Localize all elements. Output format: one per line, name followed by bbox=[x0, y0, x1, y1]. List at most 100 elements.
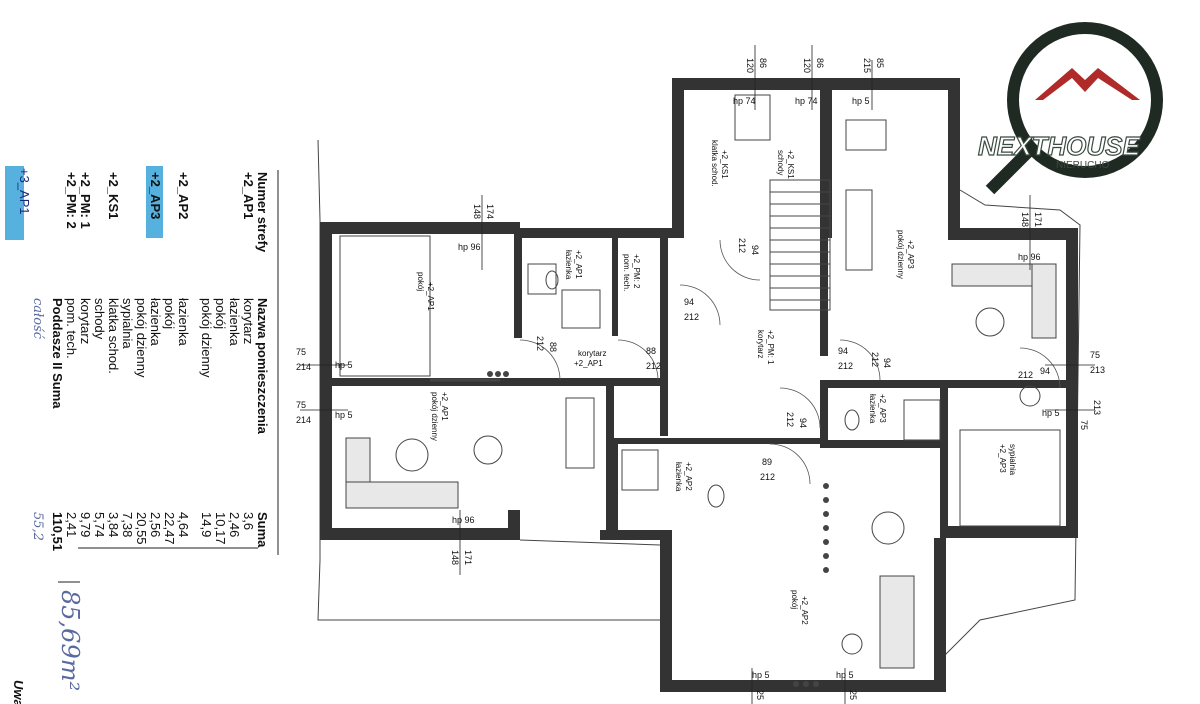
logo-handle-icon bbox=[985, 145, 1035, 195]
zone-pm1: +2_PM: 1 bbox=[78, 172, 93, 229]
room-code: +2_AP2 bbox=[684, 462, 693, 491]
zone-ks1: +2_KS1 bbox=[106, 172, 121, 219]
hp-label: hp 96 bbox=[452, 515, 475, 525]
hp-label: hp 5 bbox=[752, 670, 770, 680]
zone-ap3: +2_AP3 bbox=[148, 172, 163, 219]
area-table: Numer strefy Nazwa pomieszczenia Suma +2… bbox=[5, 166, 279, 704]
nexthouse-logo: NEXTHOUSE NIERUCHO bbox=[977, 22, 1163, 195]
room-code: +2_AP1 bbox=[440, 392, 449, 421]
door-swings bbox=[519, 239, 1061, 485]
zone-ap1: +2_AP1 bbox=[241, 172, 256, 219]
dim-label: 212 bbox=[684, 312, 699, 322]
row-name: schody bbox=[92, 298, 107, 340]
row-name: łazienka bbox=[176, 298, 191, 346]
room-code: +2_KS1 bbox=[786, 150, 795, 179]
row-name: pokój dzienny bbox=[199, 298, 214, 378]
dimension-markers bbox=[300, 45, 1095, 704]
row-name: łazienka bbox=[148, 298, 163, 346]
room-label: łazienka bbox=[674, 462, 683, 492]
row-sum: 4,64 bbox=[176, 512, 191, 537]
row-sum: 2,41 bbox=[64, 512, 79, 537]
row-name: klatka schod. bbox=[106, 298, 121, 374]
room-code: +2_AP3 bbox=[906, 240, 915, 269]
dim-label: 75 bbox=[296, 347, 306, 357]
dim-label: 215 bbox=[862, 58, 872, 73]
row-sum: 9,79 bbox=[78, 512, 93, 537]
dim-label: 89 bbox=[762, 457, 772, 467]
dim-label: 212 bbox=[535, 336, 545, 351]
row-sum: 7,38 bbox=[120, 512, 135, 537]
row-name: pokój bbox=[162, 298, 177, 329]
room-label: pom. tech. bbox=[622, 254, 631, 291]
dim-label: 212 bbox=[785, 412, 795, 427]
handwritten-zone: +3_AP1 bbox=[17, 168, 32, 215]
room-label: pokój bbox=[416, 272, 425, 291]
room-code: +2_KS1 bbox=[720, 150, 729, 179]
room-code: +2_AP3 bbox=[878, 394, 887, 423]
zone-ap2: +2_AP2 bbox=[176, 172, 191, 219]
dim-label: 148 bbox=[450, 550, 460, 565]
row-sum: 14,9 bbox=[199, 512, 214, 537]
room-label: łazienka bbox=[564, 250, 573, 280]
zone-pm2: +2_PM: 2 bbox=[64, 172, 79, 229]
header-room-name: Nazwa pomieszczenia bbox=[255, 298, 270, 435]
room-code: +2_AP2 bbox=[800, 596, 809, 625]
dim-label: 94 bbox=[750, 245, 760, 255]
zone-highlight-handwritten bbox=[5, 166, 24, 240]
dim-label: 94 bbox=[838, 346, 848, 356]
note-uwaga: Uwaga bbox=[11, 680, 26, 704]
dim-label: 120 bbox=[745, 58, 755, 73]
dim-label: 94 bbox=[798, 418, 808, 428]
dim-label: 213 bbox=[1090, 365, 1105, 375]
dim-label: 214 bbox=[296, 362, 311, 372]
row-name: pokój dzienny bbox=[134, 298, 149, 378]
hp-label: hp 5 bbox=[836, 670, 854, 680]
dim-label: 94 bbox=[1040, 366, 1050, 376]
hp-label: hp 96 bbox=[1018, 252, 1041, 262]
furniture bbox=[339, 119, 1061, 687]
dim-label: 86 bbox=[815, 58, 825, 68]
hp-label: hp 74 bbox=[795, 96, 818, 106]
dim-label: 148 bbox=[472, 204, 482, 219]
row-sum: 20,55 bbox=[134, 512, 149, 545]
dim-label: 171 bbox=[1033, 212, 1043, 227]
row-sum: 2,56 bbox=[148, 512, 163, 537]
dim-label: 148 bbox=[1020, 212, 1030, 227]
row-name: korytarz bbox=[78, 298, 93, 344]
room-label: pokój dzienny bbox=[896, 230, 905, 279]
row-sum: 10,17 bbox=[213, 512, 228, 545]
dim-label: 25 bbox=[755, 690, 765, 700]
room-label: klatka schod. bbox=[710, 140, 719, 187]
dim-label: 25 bbox=[848, 690, 858, 700]
dim-label: 212 bbox=[838, 361, 853, 371]
row-sum: 5,74 bbox=[92, 512, 107, 537]
row-name: łazienka bbox=[227, 298, 242, 346]
dim-label: 88 bbox=[646, 346, 656, 356]
room-label: pokój dzienny bbox=[430, 392, 439, 441]
row-sum: 3,6 bbox=[241, 512, 256, 530]
room-code: +2_PM: 1 bbox=[766, 330, 775, 365]
dim-label: 120 bbox=[802, 58, 812, 73]
dim-label: 212 bbox=[870, 352, 880, 367]
hp-label: hp 5 bbox=[335, 360, 353, 370]
total-label: Poddasze II Suma bbox=[50, 298, 65, 409]
row-name: korytarz bbox=[241, 298, 256, 344]
hp-label: hp 5 bbox=[335, 410, 353, 420]
dim-label: 212 bbox=[1018, 370, 1033, 380]
dim-label: 88 bbox=[548, 342, 558, 352]
handwritten-sum: 55,2 bbox=[30, 512, 45, 541]
dim-label: 86 bbox=[758, 58, 768, 68]
row-name: sypialnia bbox=[120, 298, 135, 349]
dim-label: 214 bbox=[296, 415, 311, 425]
roof-icon bbox=[1035, 68, 1140, 100]
total-sum: 110,51 bbox=[50, 512, 65, 551]
dim-label: 174 bbox=[485, 204, 495, 219]
handwritten-note: całość bbox=[30, 298, 45, 340]
handwritten-total: 85,69m² bbox=[56, 590, 84, 691]
room-label: łazienka bbox=[868, 394, 877, 424]
dim-label: 75 bbox=[1079, 420, 1089, 430]
room-code: +2_AP1 bbox=[426, 282, 435, 311]
row-sum: 3,84 bbox=[106, 512, 121, 537]
row-name: pokój bbox=[213, 298, 228, 329]
